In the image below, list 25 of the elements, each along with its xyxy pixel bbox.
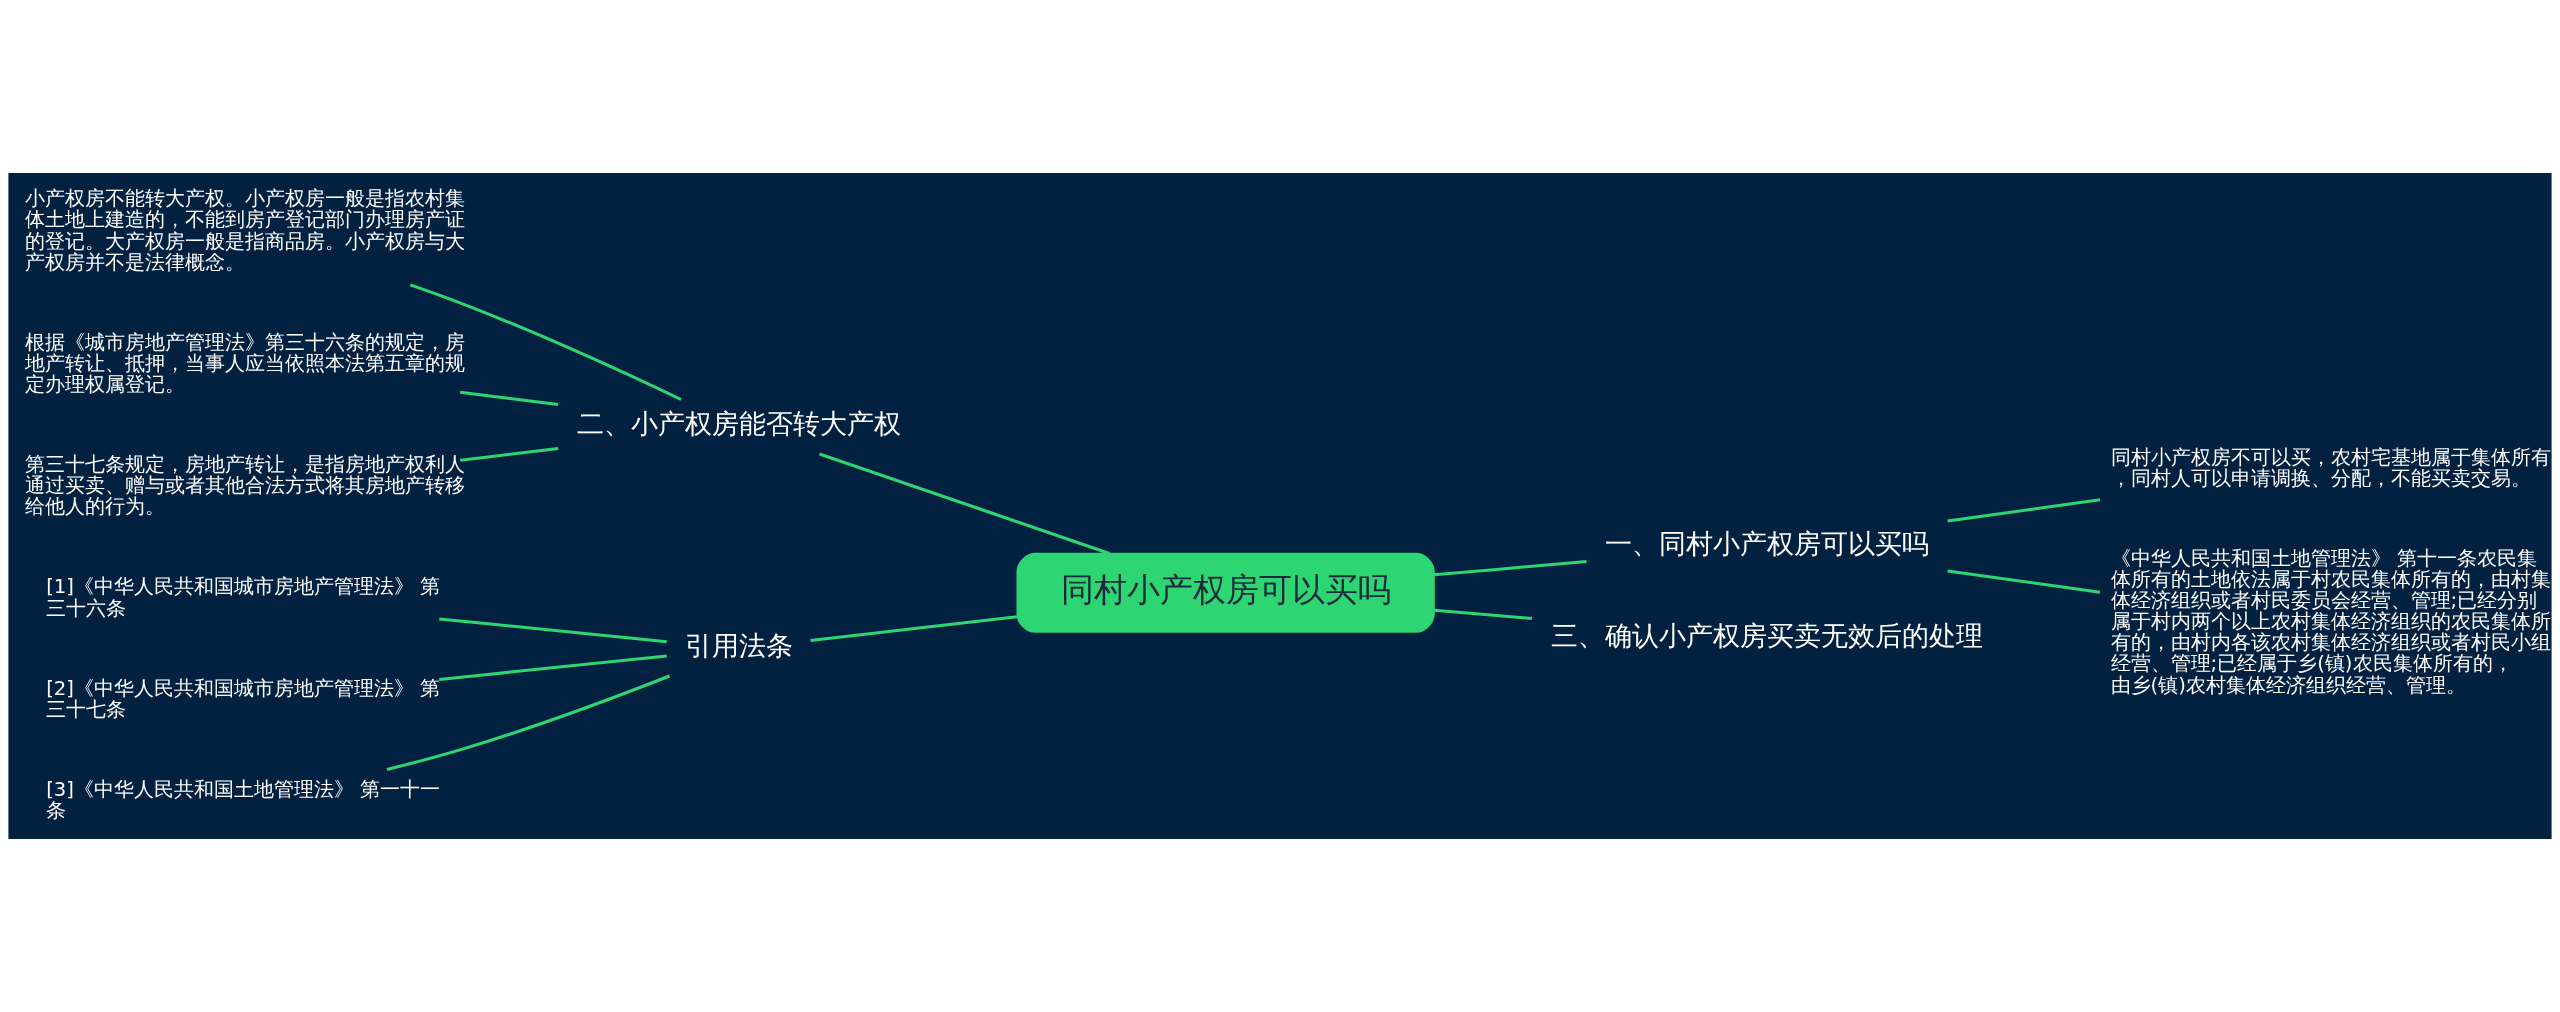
connector <box>1947 498 2101 523</box>
node-box: 同村小产权房可以买吗 <box>1016 552 1435 633</box>
connector <box>409 283 682 401</box>
node-text: 二、小产权房能否转大产权 <box>576 408 901 440</box>
connector <box>460 446 559 462</box>
connector <box>460 390 559 406</box>
connector <box>1434 560 1587 577</box>
node-text: [2]《中华人民共和国城市房地产管理法》 第三十七条 <box>46 676 441 721</box>
node-text: 第三十七条规定，房地产转让，是指房地产权利人通过买卖、赠与或者其他合法方式将其房地产转移给他人的行为。 <box>25 453 466 519</box>
connector <box>439 654 667 681</box>
node-text: 一、同村小产权房可以买吗 <box>1605 527 1930 559</box>
node-text: 根据《城市房地产管理法》第三十六条的规定，房地产转让、抵押，当事人应当依照本法第五章的规定办理权属登记。 <box>25 330 466 397</box>
connector <box>439 617 667 644</box>
node-text: [1]《中华人民共和国城市房地产管理法》 第三十六条 <box>46 575 441 620</box>
node-text: 引用法条 <box>684 630 793 662</box>
connector <box>810 615 1018 643</box>
connector <box>1434 608 1533 620</box>
node-text: 三、确认小产权房买卖无效后的处理 <box>1551 619 1984 651</box>
connector <box>386 674 671 771</box>
node-text: 《中华人民共和国土地管理法》 第十一条农民集体所有的土地依法属于村农民集体所有的，由村集体经济组织或者村民委员会经营、管理;已经分别属于村内两个以上农村集体经济组织的农民集体所有的，由村内各该农村集体经济组织或者村民小组经营、管理;已经属于乡(镇)农民集体所有的，由乡(镇)农村集体经济组织经营、管理。 <box>2110 546 2551 697</box>
node-text: 小产权房不能转大产权。小产权房一般是指农村集体土地上建造的，不能到房产登记部门办理房产证的登记。大产权房一般是指商品房。小产权房与大产权房并不是法律概念。 <box>25 187 466 274</box>
connector <box>819 452 1110 555</box>
node-text: [3]《中华人民共和国土地管理法》 第一十一条 <box>46 777 441 822</box>
node-text: 同村小产权房不可以买，农村宅基地属于集体所有，同村人可以申请调换、分配，不能买卖交易。 <box>2110 445 2551 490</box>
connector <box>1947 569 2101 594</box>
